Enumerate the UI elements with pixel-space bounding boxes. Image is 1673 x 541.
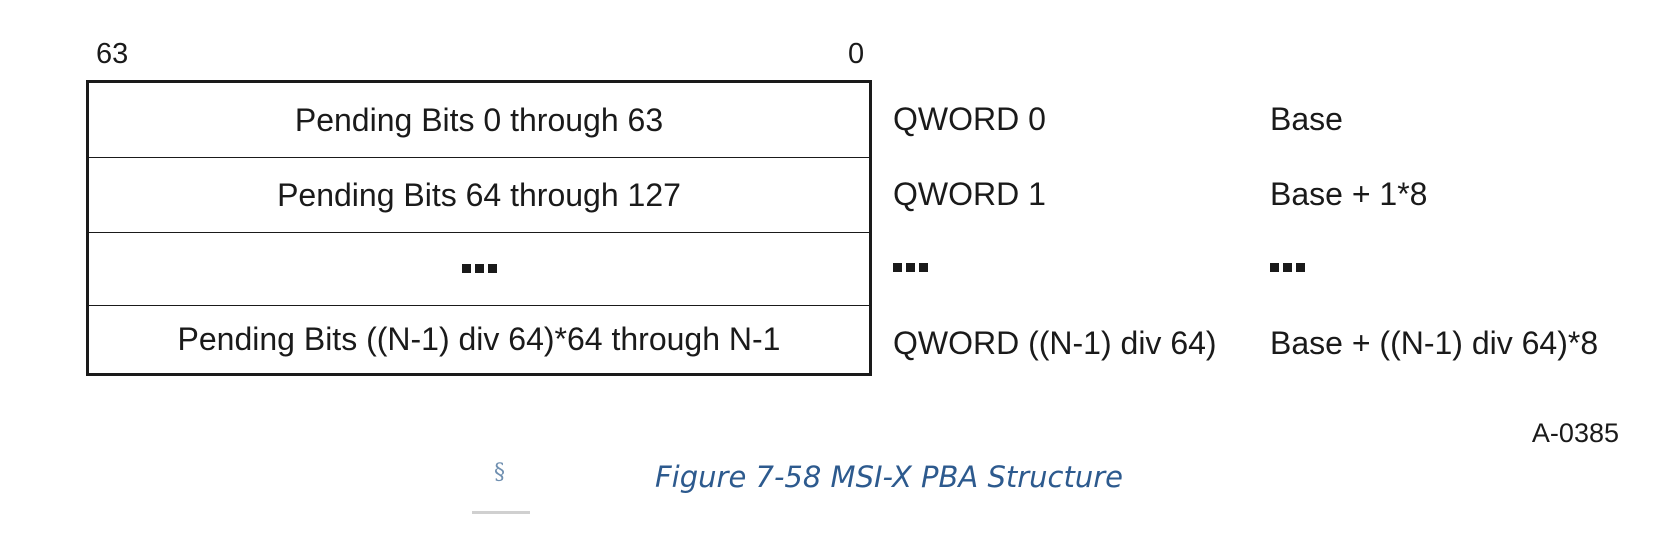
figure-id: A-0385 bbox=[1531, 418, 1619, 448]
address-label: Base bbox=[1270, 101, 1343, 137]
pba-structure-table: Pending Bits 0 through 63 Pending Bits 6… bbox=[86, 80, 872, 376]
pba-row-content: Pending Bits ((N-1) div 64)*64 through N… bbox=[177, 321, 781, 357]
qword-ellipsis bbox=[893, 247, 928, 287]
bit-high-label: 63 bbox=[96, 38, 129, 70]
section-underline bbox=[472, 511, 530, 514]
bit-low-label: 0 bbox=[848, 38, 865, 70]
qword-label: QWORD 1 bbox=[893, 176, 1046, 212]
pba-row-content: Pending Bits 64 through 127 bbox=[277, 176, 681, 213]
qword-label: QWORD ((N-1) div 64) bbox=[893, 325, 1217, 361]
address-label: Base + 1*8 bbox=[1270, 176, 1428, 212]
address-label: Base + ((N-1) div 64)*8 bbox=[1270, 325, 1599, 361]
pba-row-qword-last: Pending Bits ((N-1) div 64)*64 through N… bbox=[89, 305, 869, 373]
qword-label: QWORD 0 bbox=[893, 101, 1046, 137]
ellipsis-icon bbox=[461, 264, 497, 273]
section-mark-icon: § bbox=[494, 460, 505, 485]
pba-row-qword-1: Pending Bits 64 through 127 bbox=[89, 157, 869, 233]
pba-row-ellipsis bbox=[89, 232, 869, 306]
ellipsis-icon bbox=[1270, 262, 1305, 272]
address-ellipsis bbox=[1270, 247, 1305, 287]
pba-row-qword-0: Pending Bits 0 through 63 bbox=[89, 83, 869, 158]
ellipsis-icon bbox=[893, 262, 928, 272]
pba-row-content: Pending Bits 0 through 63 bbox=[294, 102, 664, 138]
figure-caption: Figure 7-58 MSI-X PBA Structure bbox=[655, 460, 1124, 494]
